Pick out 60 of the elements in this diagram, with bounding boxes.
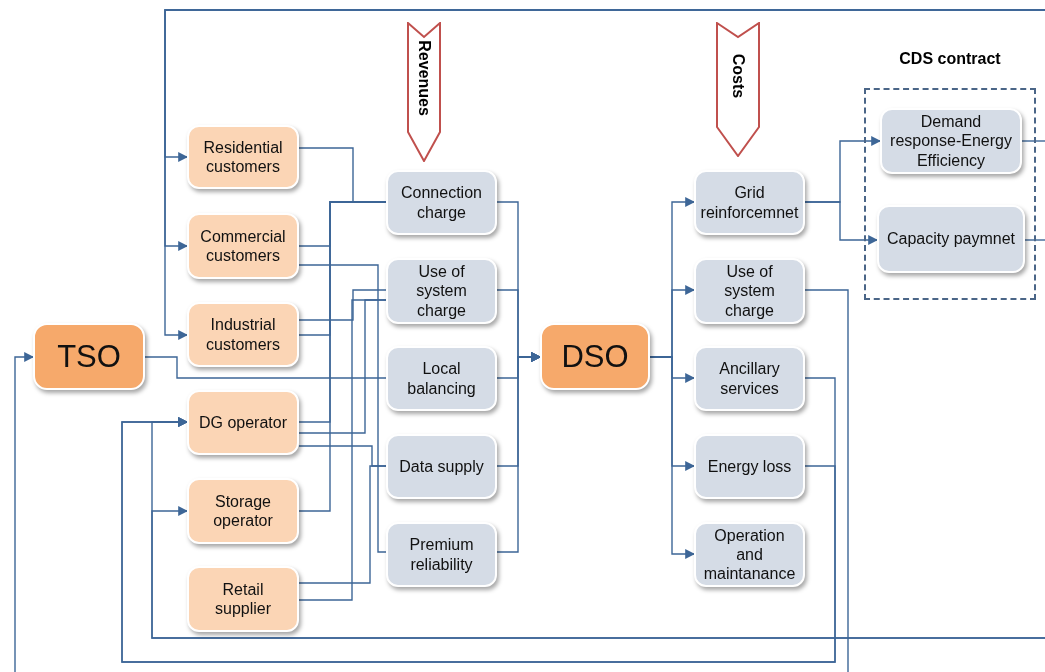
node-label: Data supply (399, 456, 484, 477)
connector (649, 356, 695, 559)
stakeholder-box (187, 302, 299, 367)
operator-box (540, 323, 650, 390)
connector (1024, 239, 1045, 241)
node-label: Grid reinforcemnet (699, 183, 800, 222)
node-label: Premium reliability (408, 535, 475, 574)
group-heading: CDS contract (898, 50, 1002, 68)
stakeholder-box (187, 478, 299, 544)
stakeholder-box (187, 566, 299, 632)
connector (298, 264, 387, 553)
stakeholder-box (187, 125, 299, 189)
cost-item-box (386, 170, 497, 235)
node-label: DG operator (198, 412, 287, 433)
node-label: Residential customers (202, 137, 284, 177)
node-label: Demand response-Energy Efficiency (889, 112, 1013, 170)
node-label: Commercial customers (199, 226, 287, 266)
stakeholder-box (187, 390, 299, 455)
contract-group (864, 50, 1036, 300)
cost-item-box (386, 434, 497, 499)
node-label: Capacity paymnet (886, 229, 1016, 249)
banner-label: Revenues (415, 40, 433, 116)
connector (164, 9, 1045, 340)
stakeholder-box (187, 213, 299, 279)
operator-box (33, 323, 145, 390)
cost-item-box (694, 346, 805, 411)
node-label: Local balancing (406, 359, 477, 398)
node-label: Use of system charge (415, 262, 468, 320)
node-label: Use of system charge (723, 262, 776, 320)
node-label: Storage operator (212, 491, 274, 531)
cost-item-box (386, 522, 497, 587)
connector (804, 201, 878, 245)
cost-item-box (386, 346, 497, 411)
connector (496, 352, 541, 553)
cost-item-box (694, 434, 805, 499)
connector (804, 289, 849, 672)
node-label: Energy loss (707, 456, 792, 477)
node-label: TSO (57, 338, 121, 375)
node-label: Industrial customers (205, 315, 281, 354)
node-label: Connection charge (400, 183, 483, 222)
banner-label: Costs (729, 53, 747, 98)
chevron-banner (716, 22, 760, 157)
connector (1021, 140, 1045, 142)
cost-item-box (694, 522, 805, 587)
cost-item-box (694, 170, 805, 235)
chevron-banner (407, 22, 441, 162)
cost-item-box (880, 108, 1022, 174)
connector (298, 299, 387, 601)
cost-item-box (386, 258, 497, 324)
connector (151, 506, 1045, 639)
node-label: DSO (561, 338, 629, 375)
node-label: Retail supplier (214, 579, 272, 619)
node-label: Ancillary services (718, 359, 781, 398)
connector (144, 356, 387, 379)
cost-item-box (694, 258, 805, 324)
cost-item-box (877, 205, 1025, 273)
connector (298, 465, 387, 584)
connector (14, 352, 34, 672)
node-label: Operation and maintanance (702, 525, 797, 584)
connector (298, 289, 387, 321)
